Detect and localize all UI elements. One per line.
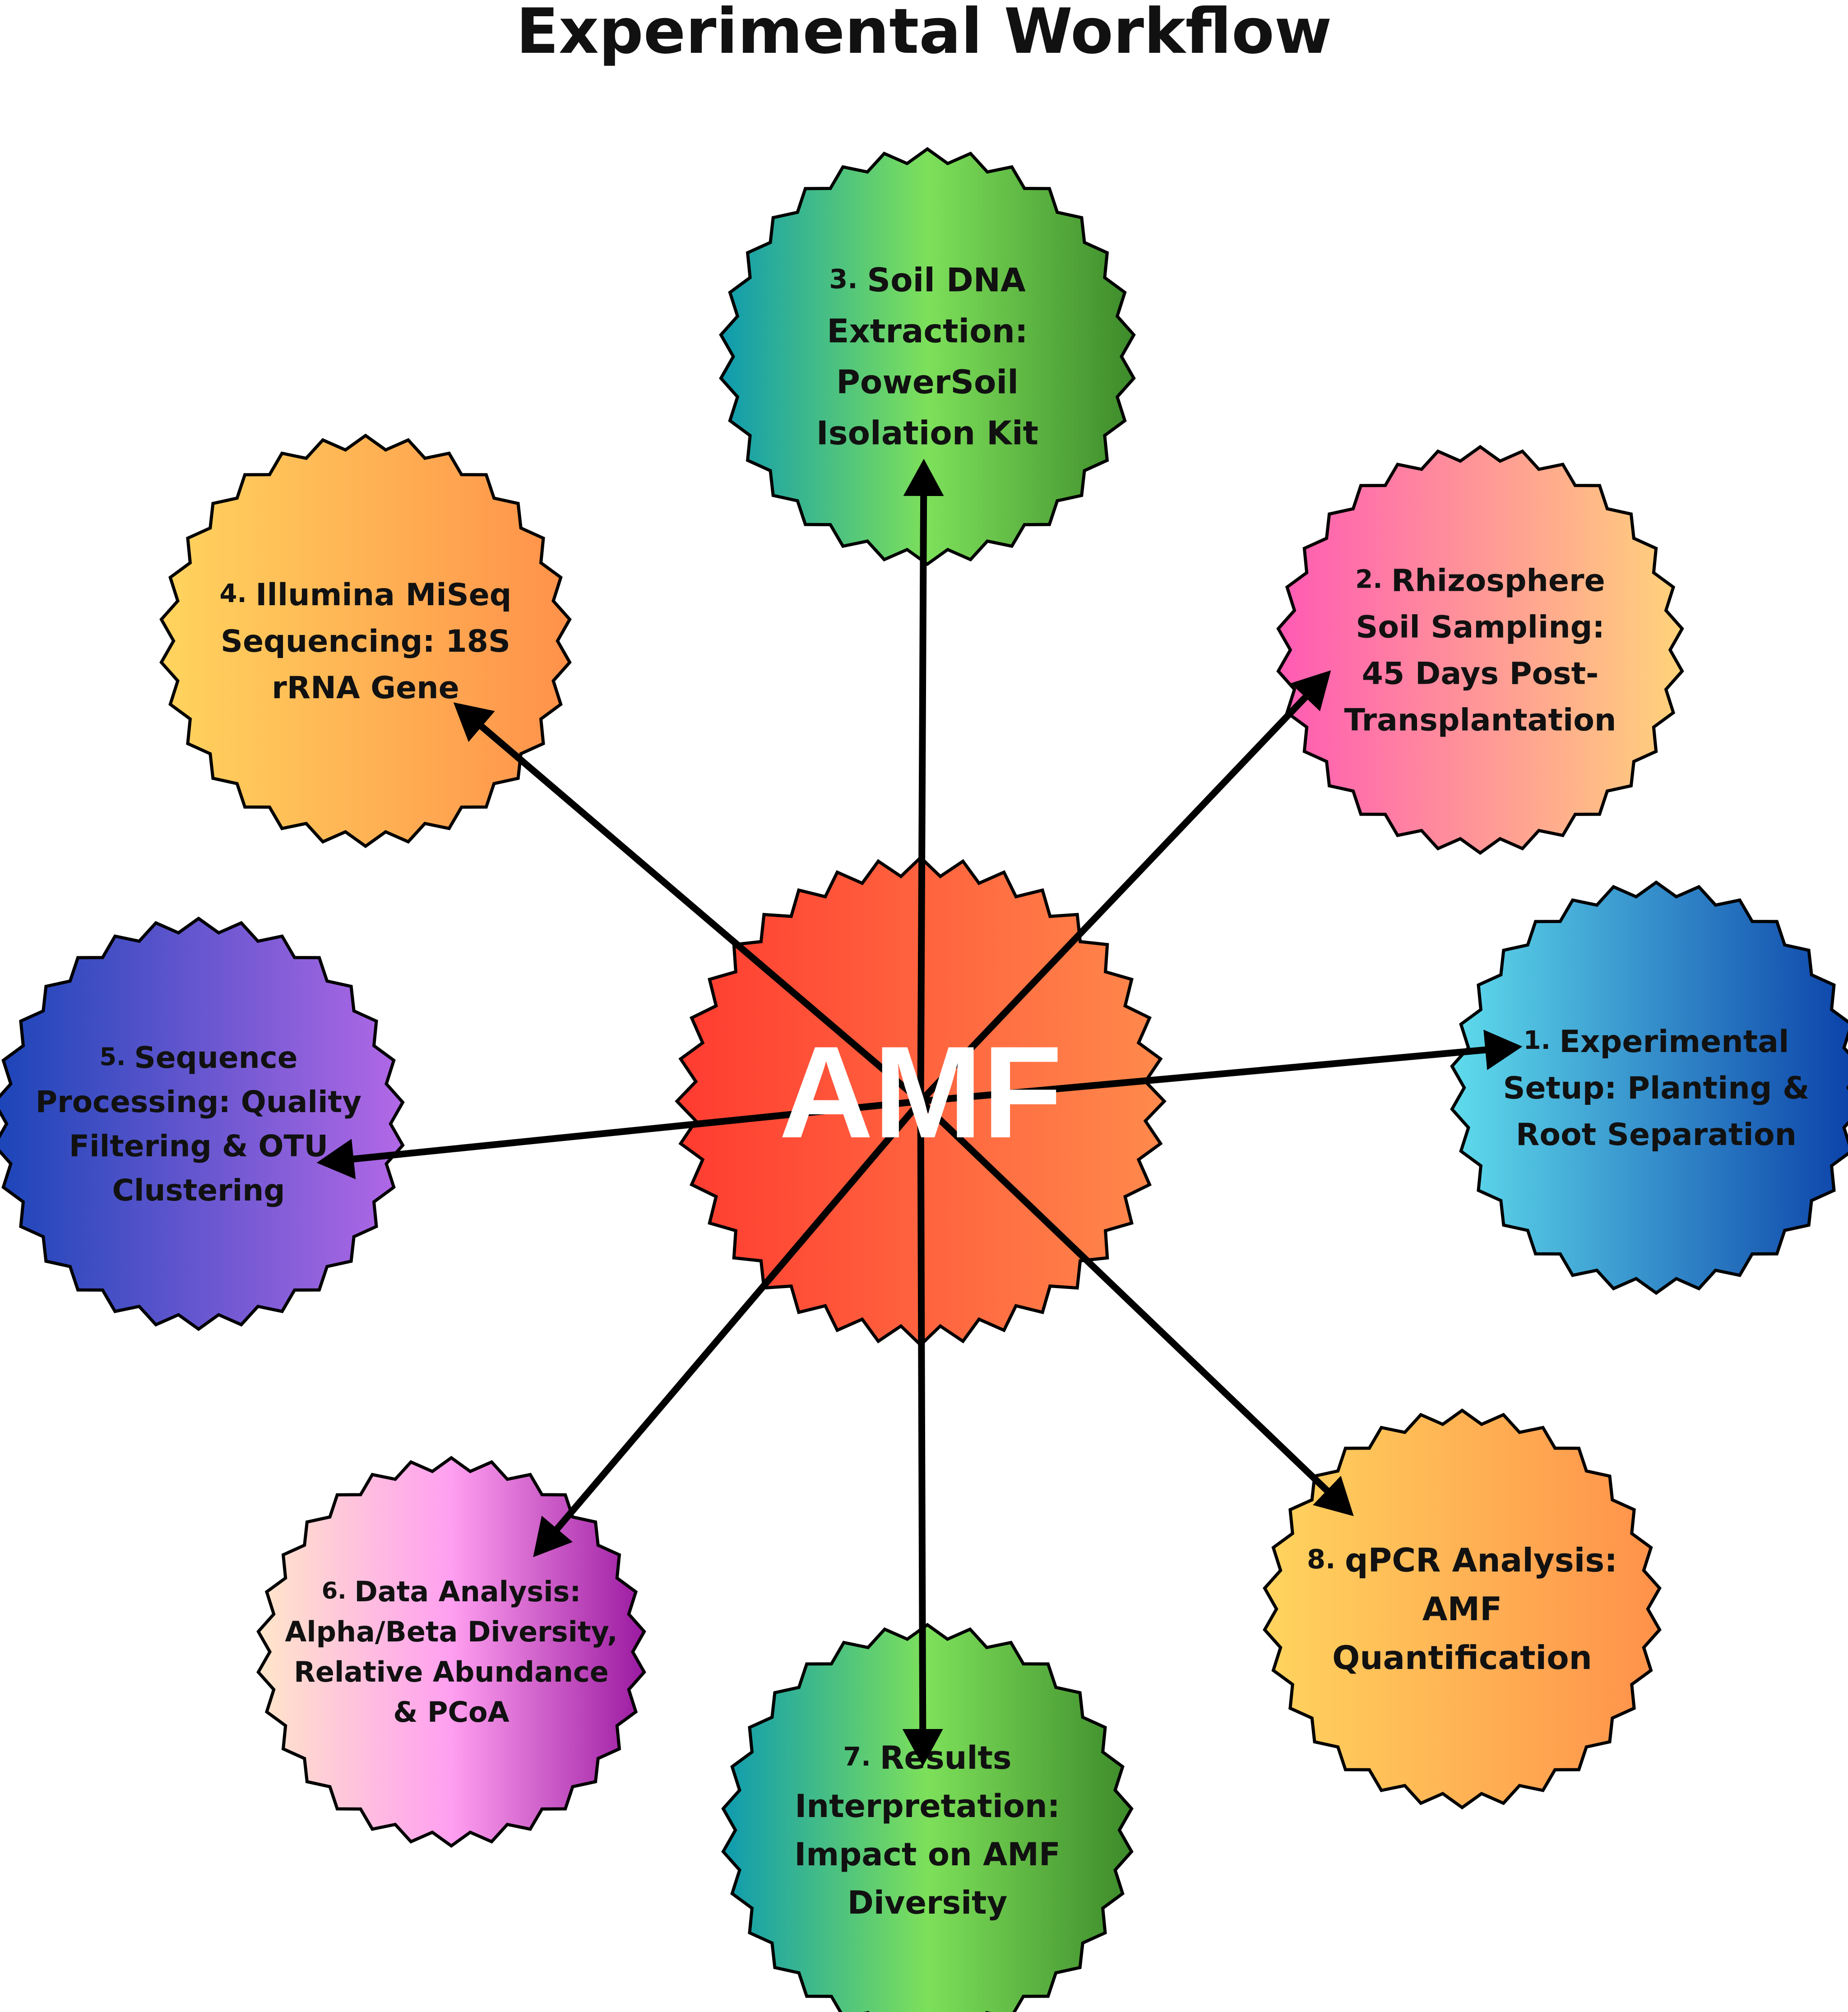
arrow-to-step-3: [903, 459, 944, 1111]
arrow-to-step-6: [533, 1092, 929, 1558]
node-text-line: PowerSoil: [836, 363, 1019, 401]
node-text-line: Alpha/Beta Diversity,: [285, 1615, 617, 1648]
diagram-title: Experimental Workflow: [516, 0, 1332, 68]
node-text-line: Sequencing: 18S: [221, 624, 510, 659]
node-text-line: AMF: [1422, 1590, 1502, 1628]
node-text-line: 1. Experimental: [1524, 1024, 1789, 1060]
arrow-to-step-4: [453, 702, 930, 1110]
node-step-number: 1.: [1524, 1026, 1560, 1055]
node-text-line: Clustering: [112, 1173, 285, 1208]
arrow-to-step-5: [316, 1097, 930, 1179]
node-text-line: 7. Results: [843, 1739, 1011, 1776]
node-burst-shape: [0, 916, 405, 1331]
node-burst-shape: [256, 1456, 646, 1848]
node-burst-shape: [159, 433, 572, 848]
node-first-line: Illumina MiSeq: [255, 577, 511, 613]
node-burst-shape: [1276, 445, 1684, 855]
node-text-line: 45 Days Post-: [1362, 656, 1599, 691]
node-step-number: 6.: [322, 1578, 355, 1604]
node-first-line: Rhizosphere: [1391, 563, 1605, 598]
center-label: AMF: [779, 1019, 1062, 1165]
node-burst-shape: [719, 147, 1136, 566]
node-text-line: & PCoA: [393, 1696, 509, 1729]
node-burst-shape: [721, 1623, 1134, 2012]
node-text-line: Isolation Kit: [816, 414, 1038, 452]
node-first-line: qPCR Analysis:: [1345, 1541, 1617, 1579]
node-text-line: 4. Illumina MiSeq: [220, 577, 512, 613]
arrow-to-step-8: [912, 1092, 1354, 1516]
node-step-number: 8.: [1307, 1544, 1345, 1575]
node-text-line: Setup: Planting &: [1503, 1071, 1810, 1106]
node-text-line: 8. qPCR Analysis:: [1307, 1541, 1617, 1579]
arrow-to-step-1: [911, 1029, 1523, 1106]
node-text-line: Relative Abundance: [294, 1655, 609, 1688]
node-text-line: 3. Soil DNA: [829, 261, 1026, 299]
arrow-to-step-7: [902, 1092, 943, 1766]
node-text-line: 5. Sequence: [99, 1040, 297, 1075]
node-text-line: Root Separation: [1516, 1117, 1797, 1153]
node-text-line: Transplantation: [1344, 702, 1616, 738]
node-step-number: 5.: [99, 1043, 134, 1071]
node-text-line: Filtering & OTU: [69, 1129, 328, 1164]
workflow-node-step-3: 3. Soil DNA Extraction: PowerSoilIsolation…: [719, 147, 1136, 566]
node-text-line: Soil Sampling:: [1356, 609, 1604, 645]
node-step-number: 7.: [843, 1742, 880, 1772]
node-text-line: Processing: Quality: [36, 1085, 361, 1119]
node-step-number: 3.: [829, 264, 867, 295]
node-first-line: Experimental: [1559, 1024, 1789, 1060]
node-first-line: Soil DNA: [867, 261, 1026, 299]
node-burst-shape: [1450, 880, 1848, 1295]
node-text-line: Diversity: [848, 1884, 1007, 1921]
workflow-node-step-8: 8. qPCR Analysis: AMF Quantification: [1263, 1408, 1662, 1810]
node-text-line: Quantification: [1332, 1639, 1592, 1677]
node-text-line: Interpretation:: [795, 1788, 1060, 1825]
node-first-line: Data Analysis:: [354, 1575, 581, 1608]
node-text-line: 6. Data Analysis:: [322, 1575, 581, 1608]
node-text-line: rRNA Gene: [272, 670, 459, 706]
node-first-line: Results: [880, 1739, 1012, 1776]
node-step-number: 4.: [220, 579, 256, 608]
node-text-line: 2. Rhizosphere: [1355, 563, 1605, 598]
arrow-to-step-2: [912, 670, 1331, 1110]
node-step-number: 2.: [1355, 565, 1391, 594]
workflow-node-step-6: 6. Data Analysis: Alpha/Beta Diversity, Re…: [256, 1456, 646, 1848]
node-text-line: Impact on AMF: [794, 1836, 1061, 1873]
node-first-line: Sequence: [134, 1040, 297, 1075]
node-burst-shape: [1263, 1408, 1662, 1810]
node-text-line: Extraction:: [827, 312, 1028, 350]
